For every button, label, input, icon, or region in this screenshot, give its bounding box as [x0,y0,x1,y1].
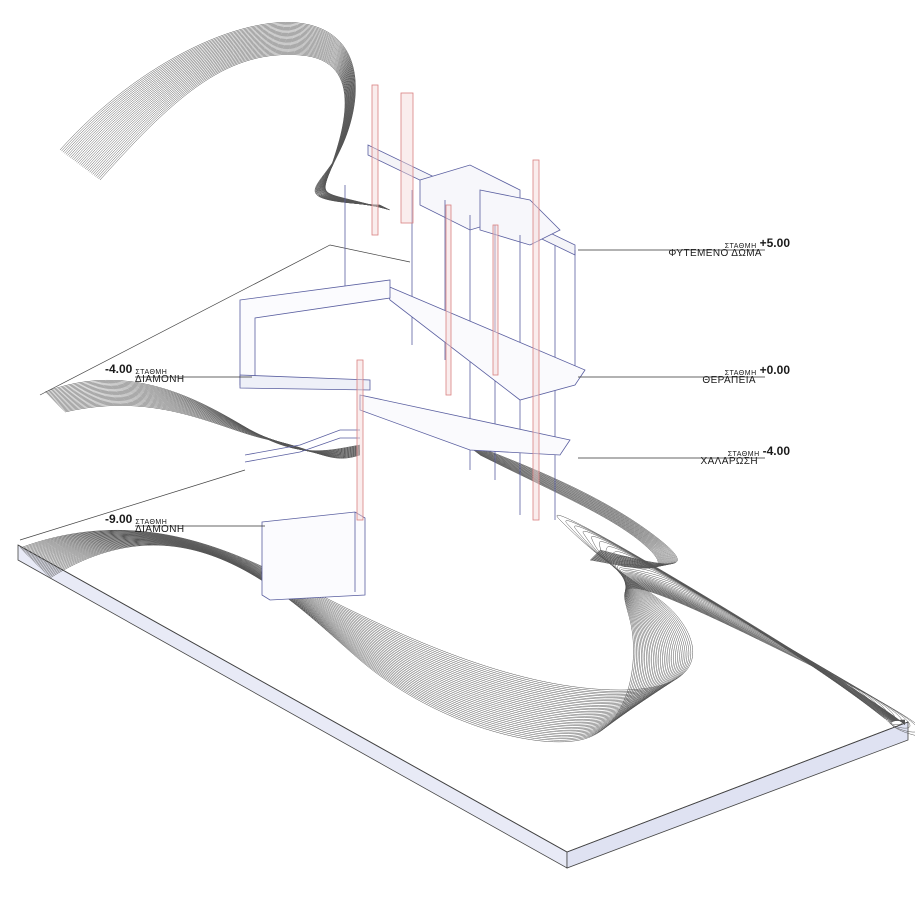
shaft-2 [400,92,414,224]
level-label-relax: ΣΤΑΘΜΗ -4.00 ΧΑΛΑΡΩΣΗ [660,444,790,467]
level-name: ΦΥΤΕΜΕΝΟ ΔΩΜΑ [668,248,762,259]
contour-line [47,383,361,452]
contour-line [468,446,670,566]
contour-line [477,453,661,568]
contour-line [62,401,361,458]
level-label-roof: ΣΤΑΘΜΗ +5.00 ΦΥΤΕΜΕΝΟ ΔΩΜΑ [660,236,790,259]
base-block-top-outline [17,544,909,853]
base-block-side-right [566,721,909,869]
level-name: ΘΕΡΑΠΕΙΑ [702,375,756,386]
contour-line [84,42,387,209]
contour-line [62,24,381,206]
lower-slope-edge [19,469,246,541]
upper-terrain-contours [59,22,391,211]
contour-line [73,33,384,207]
level-value: +0.00 [759,363,790,377]
contour-line [64,25,382,206]
contour-line [466,444,672,566]
contour-line [63,402,361,458]
contour-line [478,453,660,569]
building-structure [239,144,586,601]
contour-line [71,31,383,207]
contour-line [83,41,386,209]
contour-line [475,451,663,568]
shaft-6 [356,359,364,521]
contour-line [59,398,361,456]
level-name: ΧΑΛΑΡΩΣΗ [700,456,758,467]
contour-line [61,400,361,457]
level-prefix: ΣΤΑΘΜΗ [727,451,760,458]
shaft-1 [371,84,379,236]
contour-line [93,49,389,210]
corridor [244,429,360,456]
contour-line [476,452,662,568]
contour-line [479,454,659,569]
contour-line [48,544,911,739]
level-leader-lines [135,249,765,527]
contour-line [46,543,906,736]
contour-line [61,23,381,206]
vertical-shafts [356,84,540,521]
contour-line [474,450,664,568]
level-label-stay-upper: -4.00 ΣΤΑΘΜΗ ΔΙΑΜΟΝΗ [105,362,235,385]
shaft-3 [532,159,540,521]
contour-line [58,397,361,456]
level-name: ΔΙΑΜΟΝΗ [135,374,185,385]
contour-line [459,439,678,565]
contour-line [52,389,361,454]
level-label-therapy: ΣΤΑΘΜΗ +0.00 ΘΕΡΑΠΕΙΑ [660,363,790,386]
contour-line [460,440,677,565]
contour-line [473,450,665,568]
level-value: -4.00 [105,362,133,376]
shaft-5 [492,224,499,376]
stay-upper-floor [239,374,371,391]
contour-line [47,543,906,738]
contour-line [64,405,361,459]
contour-line [49,545,915,743]
roof-block-2 [479,189,561,246]
stay-upper-box [239,279,391,386]
level-prefix: ΣΤΑΘΜΗ [724,243,757,250]
contour-line [470,447,668,567]
contour-line [65,26,382,206]
contour-line [59,22,381,206]
level-prefix: ΣΤΑΘΜΗ [724,370,757,377]
middle-terrain-contours [44,379,678,569]
contour-line [67,28,382,207]
contour-line [465,443,673,566]
level-prefix: ΣΤΑΘΜΗ [135,369,168,376]
stay-lower-box [261,511,366,601]
mid-slope-edge [39,244,411,396]
relax-slab [359,394,571,456]
contour-line [60,399,361,457]
level-name: ΔΙΑΜΟΝΗ [135,524,185,535]
level-value: -9.00 [105,512,133,526]
contour-line [77,36,385,208]
contour-line [472,449,666,567]
contour-line [48,384,361,452]
contour-line [463,442,675,565]
shaft-4 [445,204,452,396]
level-label-stay-lower: -9.00 ΣΤΑΘΜΗ ΔΙΑΜΟΝΗ [105,512,235,535]
contour-line [464,442,674,566]
level-value: -4.00 [762,444,790,458]
level-value: +5.00 [759,236,790,250]
contour-line [462,441,676,565]
contour-line [68,29,383,207]
level-prefix: ΣΤΑΘΜΗ [135,519,168,526]
contour-line [76,35,385,208]
contour-line [471,448,667,567]
contour-line [74,34,384,208]
contour-line [469,446,669,567]
contour-line [79,37,385,208]
